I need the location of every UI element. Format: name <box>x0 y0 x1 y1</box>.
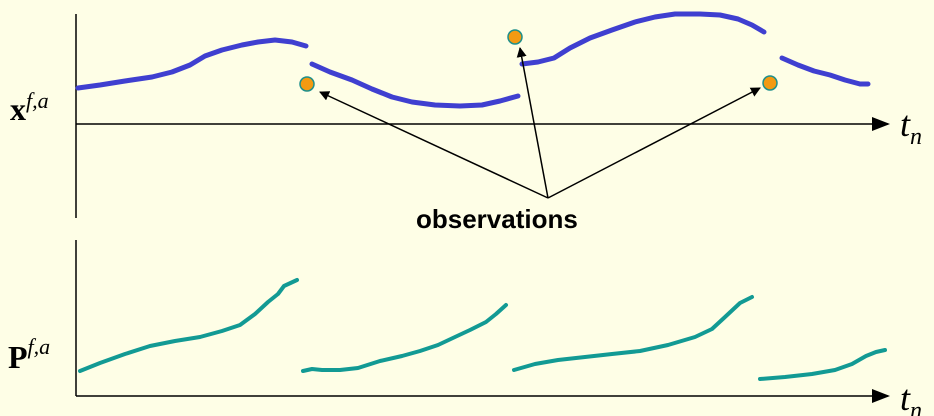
observation-point-2 <box>507 29 523 45</box>
state-curve-segment-1 <box>75 37 309 91</box>
state-label: x <box>10 91 26 127</box>
cov-curve-segment-1 <box>78 278 299 373</box>
svg-text:Pf,a: Pf,a <box>8 334 50 375</box>
time-axis-top-subscript: n <box>910 124 922 150</box>
obs-arrow-3 <box>547 87 761 199</box>
state-curve-segment-3 <box>519 11 767 67</box>
observation-point-1 <box>299 76 315 92</box>
state-superscript: f,a <box>26 88 49 113</box>
covariance-label: P <box>8 339 28 375</box>
obs-arrow-1 <box>319 91 549 199</box>
time-axis-top-label: t <box>900 104 911 144</box>
state-curve-segment-4 <box>779 55 871 87</box>
obs-arrow-2 <box>516 47 549 199</box>
svg-text:tn: tn <box>900 378 922 416</box>
svg-text:tn: tn <box>900 104 922 150</box>
svg-text:xf,a: xf,a <box>10 88 49 127</box>
cov-curve-segment-3 <box>512 295 754 372</box>
observations-label: observations <box>416 204 578 234</box>
covariance-superscript: f,a <box>28 334 51 359</box>
time-axis-bottom-subscript: n <box>910 398 922 416</box>
state-curve-segment-2 <box>309 61 521 109</box>
time-axis-bottom-label: t <box>900 378 911 416</box>
observation-point-3 <box>762 75 778 91</box>
cov-curve-segment-4 <box>758 348 887 381</box>
cov-curve-segment-2 <box>301 303 508 373</box>
